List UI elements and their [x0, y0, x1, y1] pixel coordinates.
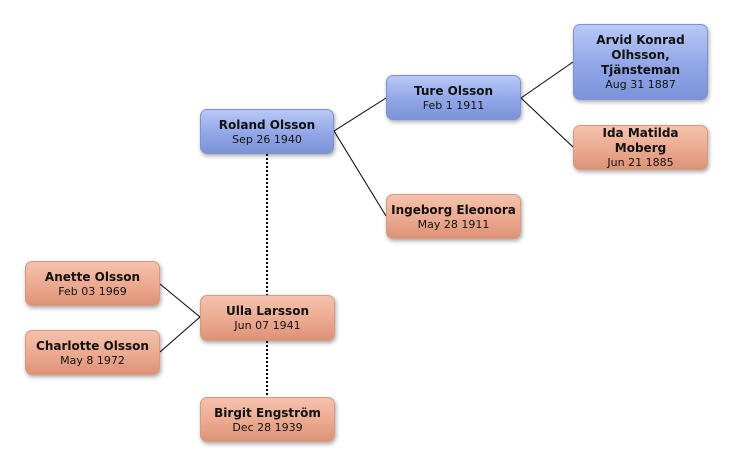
connector-ulla-anette [159, 283, 201, 318]
person-card-ingeborg[interactable]: Ingeborg Eleonora May 28 1911 [386, 194, 521, 239]
person-card-ulla[interactable]: Ulla Larsson Jun 07 1941 [200, 295, 335, 341]
person-date: May 28 1911 [417, 217, 490, 231]
connector-ulla-charlotte [159, 316, 201, 353]
connector-ture-ida [520, 97, 574, 148]
connector-ture-arvid [520, 61, 574, 99]
person-name: Ida Matilda Moberg [602, 126, 679, 155]
person-card-charlotte[interactable]: Charlotte Olsson May 8 1972 [25, 330, 160, 375]
person-name: Ingeborg Eleonora [391, 202, 516, 217]
person-date: Jun 07 1941 [234, 319, 301, 332]
person-card-ida[interactable]: Ida Matilda Moberg Jun 21 1885 [573, 125, 708, 170]
person-date: Feb 03 1969 [58, 284, 127, 298]
person-date: Sep 26 1940 [232, 132, 302, 146]
person-card-arvid[interactable]: Arvid Konrad Olhsson, Tjänsteman Aug 31 … [573, 24, 708, 100]
connector-roland-ture [333, 97, 387, 132]
person-name: Roland Olsson [218, 117, 316, 132]
person-card-ture[interactable]: Ture Olsson Feb 1 1911 [386, 75, 521, 120]
person-name: Ture Olsson [413, 83, 494, 98]
person-name: Ulla Larsson [226, 304, 309, 318]
person-name: Arvid Konrad Olhsson, Tjänsteman [596, 33, 685, 77]
person-name: Anette Olsson [44, 269, 141, 284]
person-date: Aug 31 1887 [605, 78, 676, 91]
person-name: Birgit Engström [214, 405, 321, 420]
person-card-birgit[interactable]: Birgit Engström Dec 28 1939 [200, 397, 335, 442]
connector-roland-ingeborg [333, 130, 387, 217]
person-name: Charlotte Olsson [36, 338, 149, 353]
person-date: Feb 1 1911 [422, 98, 485, 112]
person-date: Jun 21 1885 [607, 156, 674, 169]
person-date: May 8 1972 [60, 353, 125, 367]
person-date: Dec 28 1939 [232, 420, 303, 434]
person-card-anette[interactable]: Anette Olsson Feb 03 1969 [25, 261, 160, 306]
person-card-roland[interactable]: Roland Olsson Sep 26 1940 [200, 109, 334, 154]
